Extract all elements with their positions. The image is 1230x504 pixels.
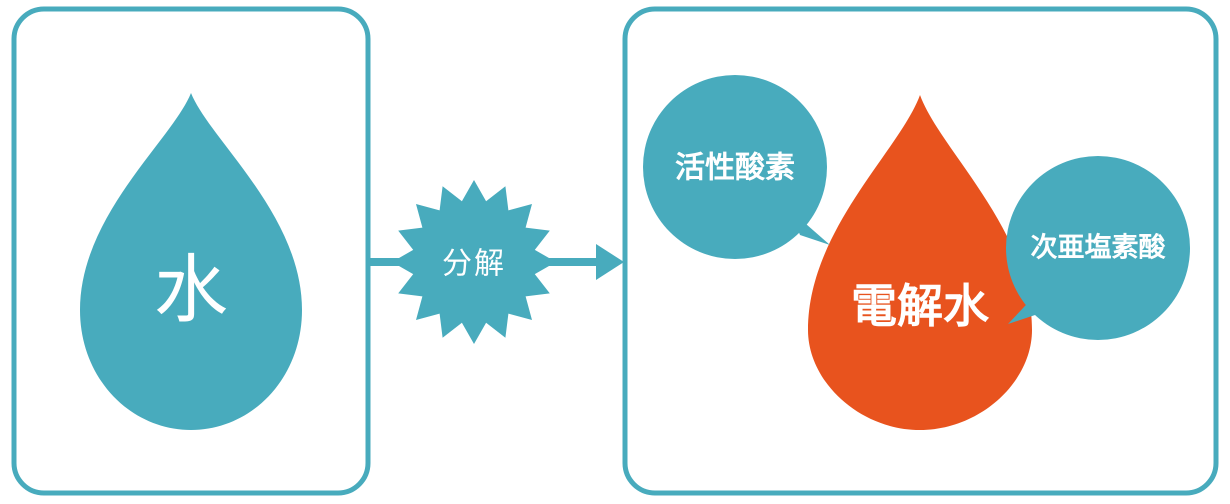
bubble-left [643,75,827,259]
decomposition-starburst-icon [392,180,556,344]
bubble-right [1006,156,1190,340]
bubble-right-label: 次亜塩素酸 [1031,233,1167,264]
water-label: 水 [154,247,228,333]
electrolyzed-water-drop-icon [808,95,1032,430]
arrow-head-icon [596,244,624,280]
bubble-left-label: 活性酸素 [675,151,795,186]
water-drop-icon [80,93,302,430]
electrolyzed-water-label: 電解水 [851,279,990,333]
decomposition-label: 分解 [442,247,506,282]
